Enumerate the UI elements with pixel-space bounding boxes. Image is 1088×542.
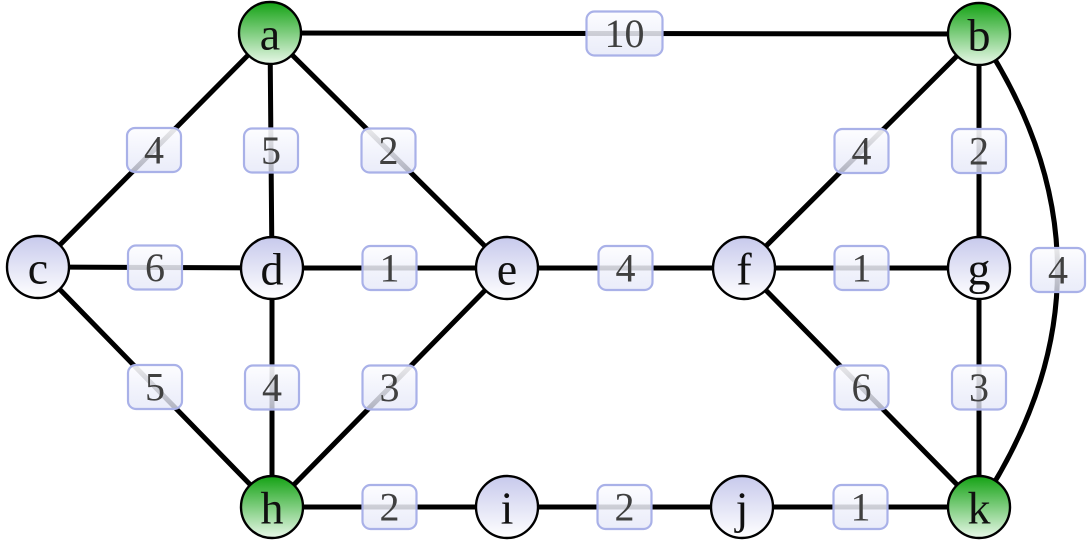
- edge-weight-a-c: 4: [125, 126, 183, 174]
- weight-box: [361, 483, 418, 531]
- edge-weight-a-d: 5: [242, 127, 300, 174]
- weight-value: 4: [852, 129, 872, 174]
- weight-value: 1: [852, 246, 872, 291]
- weight-value: 2: [969, 129, 989, 174]
- node-circle: [5, 234, 71, 300]
- weight-value: 4: [1048, 248, 1068, 293]
- weight-box: [596, 483, 653, 531]
- nodes-layer: a b c d e f g h i j k: [5, 0, 1012, 540]
- node-letter: j: [734, 483, 749, 534]
- node-letter: k: [968, 483, 991, 534]
- node-letter: i: [501, 483, 514, 534]
- node-i: i: [474, 474, 540, 540]
- weight-box: [360, 127, 417, 174]
- node-circle: [946, 235, 1012, 301]
- node-circle-highlighted: [237, 0, 303, 66]
- edge-weight-f-g: 1: [833, 244, 890, 292]
- node-circle: [711, 235, 777, 301]
- weight-value: 2: [379, 128, 399, 173]
- weight-value: 2: [615, 485, 635, 530]
- edge-weight-g-k: 3: [950, 364, 1008, 411]
- node-d: d: [239, 235, 305, 301]
- weight-value: 1: [851, 485, 871, 530]
- node-circle-highlighted: [946, 474, 1012, 540]
- node-circle: [239, 235, 305, 301]
- node-a: a: [237, 0, 303, 66]
- node-h: h: [239, 474, 305, 540]
- edge-weight-c-d: 6: [126, 244, 184, 291]
- edge-weight-b-g: 2: [950, 127, 1008, 175]
- weight-value: 2: [380, 485, 400, 530]
- node-f: f: [711, 235, 777, 301]
- weight-value: 10: [605, 11, 645, 56]
- weight-value: 6: [145, 245, 165, 290]
- node-circle-highlighted: [239, 474, 305, 540]
- weight-value: 3: [380, 365, 400, 410]
- weight-box: [361, 364, 418, 411]
- node-letter: d: [261, 244, 284, 295]
- weight-box: [125, 126, 183, 174]
- weight-box: [126, 363, 184, 411]
- edge-weight-b-f: 4: [833, 127, 890, 175]
- node-k: k: [946, 474, 1012, 540]
- weight-box: [833, 127, 890, 175]
- edge-weight-d-e: 1: [361, 244, 418, 292]
- node-circle: [474, 474, 540, 540]
- weight-value: 5: [261, 128, 281, 173]
- edge-weight-c-h: 5: [126, 363, 184, 411]
- node-letter: g: [968, 244, 991, 295]
- node-letter: a: [260, 9, 280, 60]
- node-circle-highlighted: [946, 1, 1012, 67]
- node-letter: e: [497, 244, 517, 295]
- edge-weight-d-h: 4: [243, 364, 301, 411]
- weight-value: 5: [145, 365, 165, 410]
- weight-value: 4: [144, 128, 164, 173]
- weight-box: [361, 244, 418, 292]
- weight-value: 4: [616, 246, 636, 291]
- weight-box: [126, 244, 184, 291]
- weight-box: [833, 244, 890, 292]
- weight-box: [585, 10, 664, 57]
- weight-value: 3: [969, 365, 989, 410]
- weight-box: [950, 127, 1008, 175]
- node-letter: b: [968, 10, 991, 61]
- node-circle: [709, 474, 775, 540]
- edge-weight-a-e: 2: [360, 127, 417, 174]
- edge-weight-f-k: 6: [833, 364, 890, 411]
- weight-box: [833, 364, 890, 411]
- weight-box: [1029, 246, 1087, 294]
- edge-weight-b-k: 4: [1029, 246, 1087, 294]
- edge-weight-i-j: 2: [596, 483, 653, 531]
- edge-weight-j-k: 1: [832, 483, 889, 531]
- node-circle: [474, 235, 540, 301]
- edge-weight-labels-layer: 10 4 5 2 6 1 4 4 2 1 4 5 4 3 6 3 2 2 1: [125, 10, 1087, 531]
- node-letter: h: [261, 483, 284, 534]
- weight-box: [242, 127, 300, 174]
- weight-value: 1: [380, 246, 400, 291]
- weight-box: [950, 364, 1008, 411]
- weight-box: [243, 364, 301, 411]
- weight-value: 6: [852, 365, 872, 410]
- node-letter: c: [28, 243, 48, 294]
- weight-box: [832, 483, 889, 531]
- node-c: c: [5, 234, 71, 300]
- node-j: j: [709, 474, 775, 540]
- edge-weight-a-b: 10: [585, 10, 664, 57]
- node-letter: f: [736, 244, 752, 295]
- edge-weight-h-i: 2: [361, 483, 418, 531]
- edge-weight-e-f: 4: [597, 244, 654, 292]
- node-g: g: [946, 235, 1012, 301]
- node-b: b: [946, 1, 1012, 67]
- edges-layer: [35, 30, 1060, 510]
- weight-value: 4: [262, 365, 282, 410]
- edge-weight-e-h: 3: [361, 364, 418, 411]
- node-e: e: [474, 235, 540, 301]
- weight-box: [597, 244, 654, 292]
